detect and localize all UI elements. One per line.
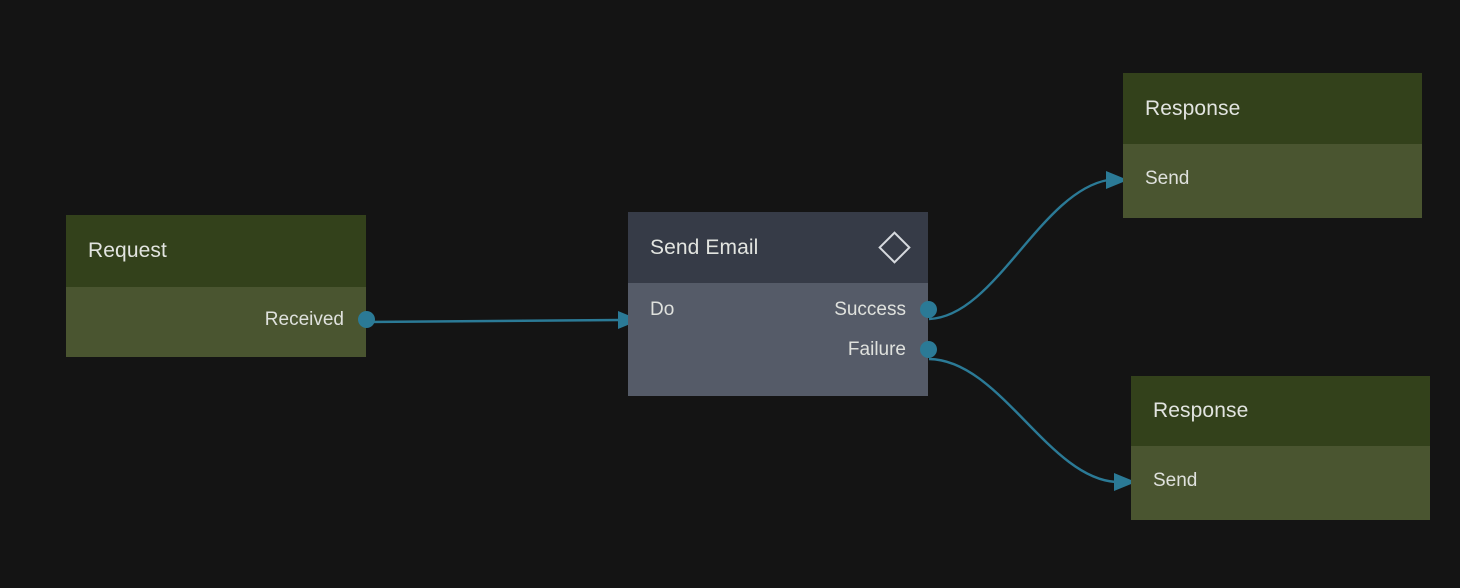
node-request[interactable]: Request Received [66, 215, 375, 357]
node-header[interactable]: Response [1123, 73, 1422, 144]
edge-path [928, 357, 1117, 484]
node-send-email[interactable]: Send Email Do Success Failure [628, 212, 937, 396]
output-row-success[interactable]: Success [628, 290, 937, 330]
input-row-send[interactable]: Send [1123, 159, 1422, 199]
node-header[interactable]: Send Email [628, 212, 928, 283]
edge-success-to-response[interactable] [928, 171, 1128, 321]
node-title: Response [1153, 399, 1249, 422]
node-header[interactable]: Response [1131, 376, 1430, 446]
node-header[interactable]: Request [66, 215, 366, 287]
port-label: Send [1153, 470, 1198, 491]
output-row-received[interactable]: Received [66, 300, 375, 340]
node-title: Send Email [650, 235, 759, 259]
port-label: Do [650, 299, 675, 320]
node-response-success[interactable]: Response Send [1123, 73, 1422, 218]
node-body: Send [1131, 446, 1430, 520]
edge-path [928, 178, 1109, 321]
port-label: Success [834, 299, 906, 320]
node-body: Received [66, 287, 375, 357]
node-body: Do Success Failure [628, 283, 937, 396]
node-title: Response [1145, 96, 1241, 120]
port-label: Failure [847, 339, 906, 360]
edge-request-to-send-email[interactable] [365, 311, 640, 329]
output-row-failure[interactable]: Failure [628, 330, 937, 370]
output-port-success[interactable] [919, 301, 937, 318]
port-label: Received [264, 309, 344, 330]
output-port-failure[interactable] [919, 341, 937, 358]
node-response-failure[interactable]: Response Send [1131, 376, 1430, 520]
edge-path [365, 318, 621, 324]
output-port-received[interactable] [357, 311, 375, 328]
edge-failure-to-response[interactable] [928, 357, 1136, 491]
input-row-do[interactable]: Do [628, 290, 928, 330]
port-label: Send [1145, 168, 1190, 189]
input-row-send[interactable]: Send [1131, 461, 1430, 501]
node-body: Send [1123, 144, 1422, 218]
node-title: Request [88, 239, 167, 262]
diamond-icon[interactable] [878, 231, 911, 264]
